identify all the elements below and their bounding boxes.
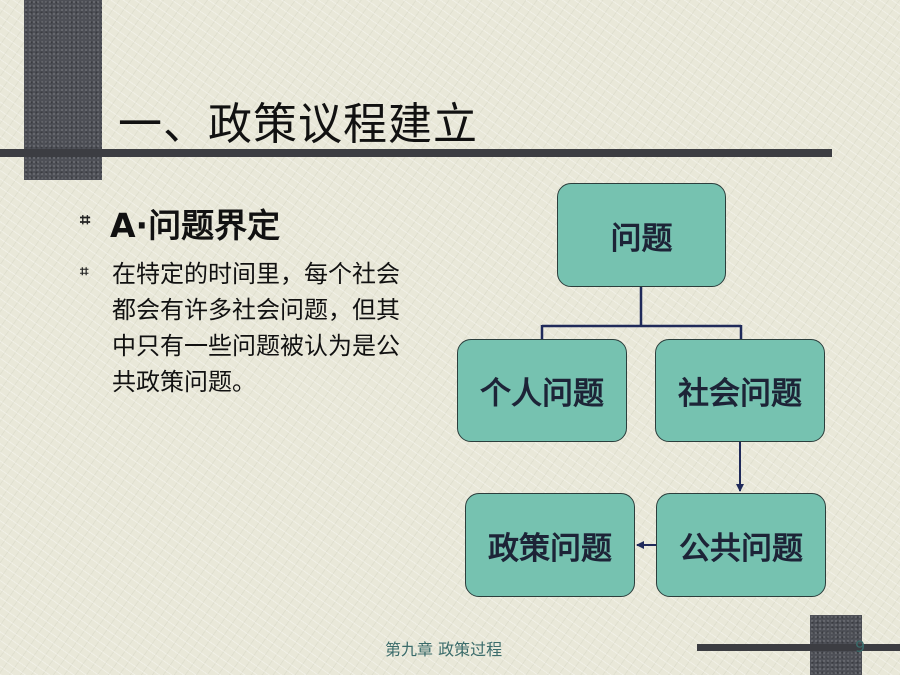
- bullet-body-text: 在特定的时间里，每个社会都会有许多社会问题，但其中只有一些问题被认为是公共政策问…: [112, 260, 400, 396]
- slide-title: 一、政策议程建立: [118, 99, 478, 150]
- connector-problem-to-children: [540, 287, 743, 339]
- node-personal-problem: 个人问题: [457, 339, 627, 442]
- hash-bullet-icon: ⌗: [80, 262, 89, 280]
- footer-chapter-label: 第九章 政策过程: [385, 640, 503, 659]
- node-problem: 问题: [557, 183, 726, 287]
- footer-rule: [697, 644, 900, 651]
- bullet-heading: A·问题界定: [110, 206, 281, 245]
- title-rule: [0, 149, 832, 157]
- node-policy-problem: 政策问题: [465, 493, 635, 597]
- node-public-problem: 公共问题: [656, 493, 826, 597]
- page-number: 9: [855, 637, 866, 656]
- hash-bullet-icon: ⌗: [80, 210, 91, 231]
- node-social-problem: 社会问题: [655, 339, 825, 442]
